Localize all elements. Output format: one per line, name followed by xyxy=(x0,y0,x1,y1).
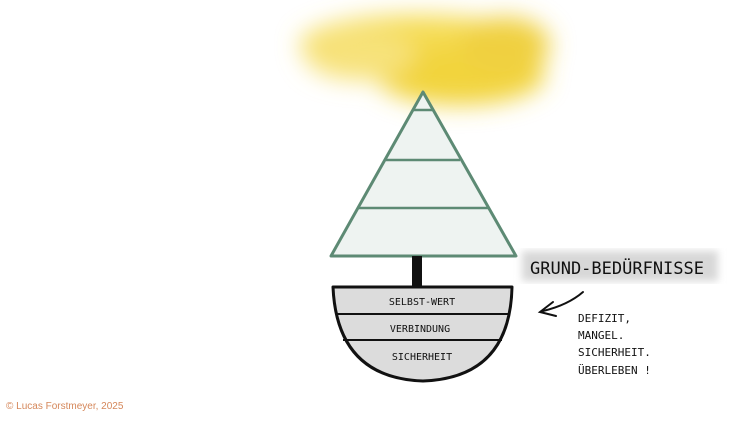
note-line: SICHERHEIT. xyxy=(578,346,651,359)
note-line: MANGEL. xyxy=(578,329,624,342)
pyramid xyxy=(329,90,518,258)
arrow-icon xyxy=(537,291,584,317)
heading: GRUND-BEDÜRFNISSE xyxy=(530,257,704,279)
cloud xyxy=(300,15,550,105)
bowl-layer-label: SELBST-WERT xyxy=(389,297,455,308)
note-line: DEFIZIT, xyxy=(578,312,631,325)
copyright-notice: © Lucas Forstmeyer, 2025 xyxy=(6,401,124,412)
bowl-layer-label: VERBINDUNG xyxy=(390,324,450,335)
heading-highlight xyxy=(522,251,718,281)
note-line: ÜBERLEBEN ! xyxy=(578,364,651,377)
trunk xyxy=(412,256,422,288)
bowl xyxy=(331,285,514,383)
bowl-layer-label: SICHERHEIT xyxy=(392,352,452,363)
